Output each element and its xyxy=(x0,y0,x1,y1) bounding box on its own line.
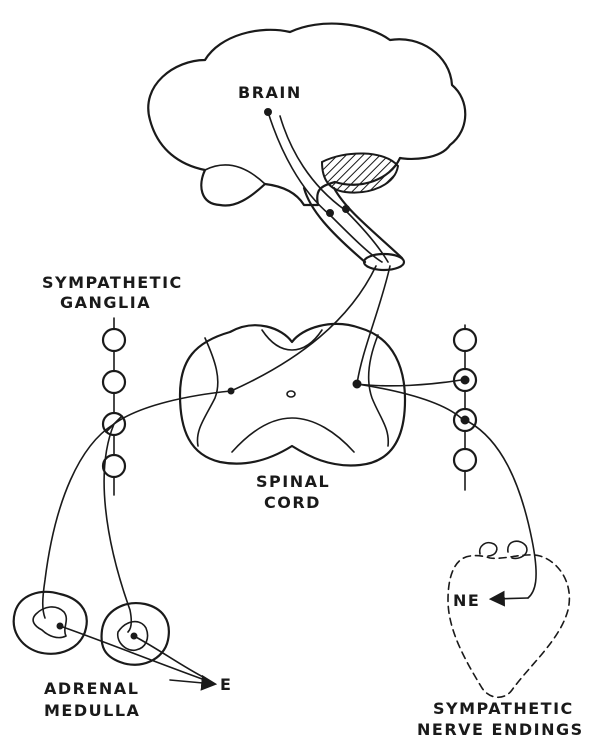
tract-synapse-2 xyxy=(343,206,350,213)
brain-label: BRAIN xyxy=(238,83,302,102)
right-ganglion-4 xyxy=(454,449,476,471)
tract-to-left-neuron xyxy=(231,266,376,391)
left-ganglion-4 xyxy=(103,455,125,477)
tract-origin-1 xyxy=(265,109,272,116)
dorsal-horn-line xyxy=(262,330,322,350)
ne-release-arrow xyxy=(492,598,528,599)
ne-label: NE xyxy=(453,591,480,610)
adrenal-glands: E ADRENAL MEDULLA xyxy=(14,592,233,720)
tract-to-right-neuron xyxy=(357,266,390,384)
brain-outline xyxy=(148,24,465,206)
preganglionic-fiber-left xyxy=(43,391,231,618)
ganglia-label-line1: SYMPATHETIC xyxy=(42,273,183,292)
e-label: E xyxy=(220,675,232,694)
brain-gyrus xyxy=(205,165,265,184)
preganglionic-fiber-right xyxy=(357,380,461,386)
spinal-label-line1: SPINAL xyxy=(256,472,330,491)
ganglia-label-line2: GANGLIA xyxy=(60,293,151,312)
postganglionic-fiber xyxy=(469,422,536,598)
right-ganglion-2-neuron xyxy=(461,376,469,384)
tract-synapse-1 xyxy=(327,210,334,217)
synaptic-knob xyxy=(480,543,497,556)
adrenal-gland-left-outer xyxy=(14,592,87,654)
right-sympathetic-chain xyxy=(454,325,476,490)
endings-label-line1: SYMPATHETIC xyxy=(433,699,574,718)
left-sympathetic-chain: SYMPATHETIC GANGLIA xyxy=(42,273,183,495)
cerebellum xyxy=(322,153,398,192)
left-ganglion-2 xyxy=(103,371,125,393)
spinal-label-line2: CORD xyxy=(264,493,321,512)
adrenal-label-line2: MEDULLA xyxy=(44,701,140,720)
spinal-cord: SPINAL CORD xyxy=(180,324,405,512)
endings-label-line2: NERVE ENDINGS xyxy=(417,720,584,739)
grey-matter xyxy=(197,335,388,452)
sympathetic-nerve-ending-organ: NE xyxy=(448,541,569,697)
right-ganglion-3-neuron xyxy=(461,416,469,424)
adrenal-gland-left-medulla xyxy=(33,607,66,638)
right-ganglion-1 xyxy=(454,329,476,351)
target-organ-outline xyxy=(448,555,569,697)
brain: BRAIN xyxy=(148,24,465,270)
e-release-arrow xyxy=(170,680,214,684)
central-canal xyxy=(287,391,295,397)
adrenal-label-line1: ADRENAL xyxy=(44,679,139,698)
left-ganglion-1 xyxy=(103,329,125,351)
brain-stem xyxy=(304,188,402,262)
